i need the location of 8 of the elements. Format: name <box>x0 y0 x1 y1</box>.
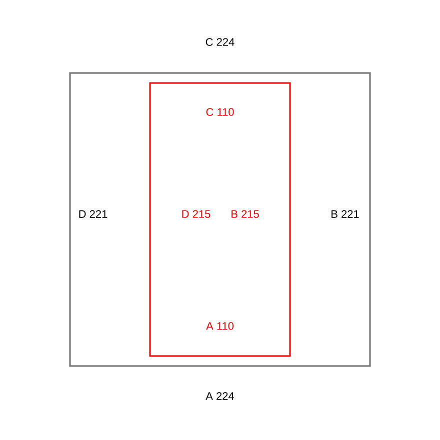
side-label: C 110 <box>206 108 234 116</box>
side-label: B 215 <box>232 210 259 218</box>
side-label: A 224 <box>206 392 234 400</box>
side-label: C 224 <box>206 38 234 46</box>
side-label: B 221 <box>332 210 359 218</box>
side-label: D 215 <box>182 210 210 218</box>
side-label: D 221 <box>79 210 108 218</box>
side-label: A 110 <box>206 322 234 330</box>
